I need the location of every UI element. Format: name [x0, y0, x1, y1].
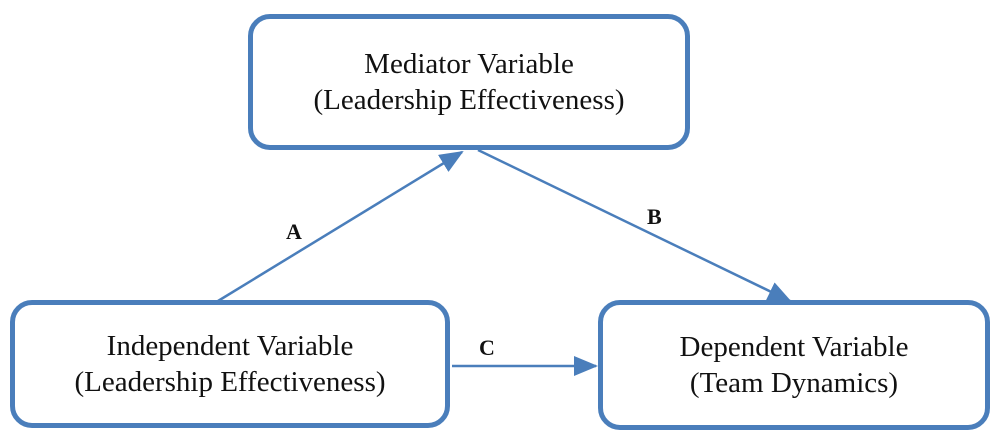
independent-subtitle: (Leadership Effectiveness) [74, 366, 386, 398]
mediator-variable-box: Mediator Variable (Leadership Effectiven… [248, 14, 690, 150]
dependent-title: Dependent Variable [679, 331, 909, 363]
dependent-subtitle: (Team Dynamics) [689, 367, 899, 399]
path-label-c: C [479, 335, 495, 360]
dependent-variable-box: Dependent Variable (Team Dynamics) [598, 300, 990, 430]
arrow-a [217, 150, 464, 303]
mediator-subtitle: (Leadership Effectiveness) [313, 84, 625, 116]
arrow-b [477, 148, 792, 303]
independent-title: Independent Variable [106, 330, 354, 362]
mediator-title: Mediator Variable [364, 48, 574, 80]
path-label-a: A [286, 219, 302, 244]
path-label-b: B [647, 204, 662, 229]
independent-variable-box: Independent Variable (Leadership Effecti… [10, 300, 450, 428]
